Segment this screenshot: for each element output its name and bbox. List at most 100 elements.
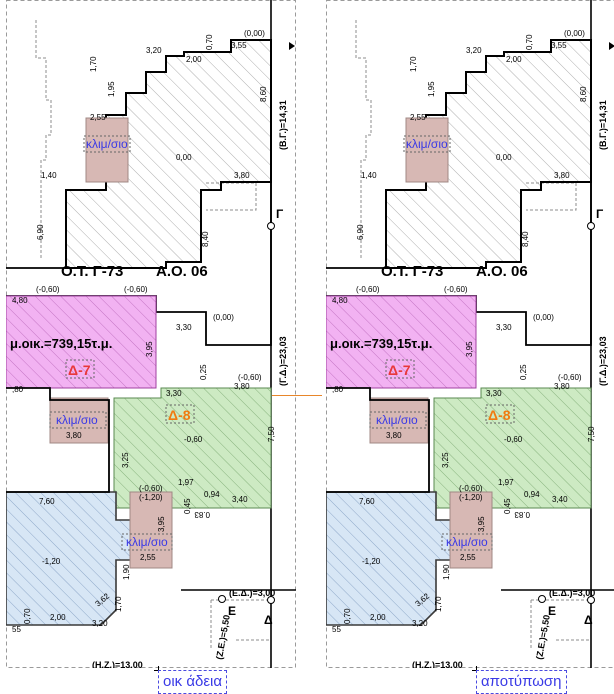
dim-label: 4,80	[332, 296, 348, 305]
dim-label: 0,45	[503, 498, 512, 514]
area-label: μ.οικ.=739,15τ.μ.	[330, 336, 432, 351]
dim-label: 0.83	[514, 510, 530, 519]
ac-unit-bottom	[129, 491, 173, 569]
zone-tag-frame	[65, 359, 95, 379]
ac-label-top: κλιμ/σιο	[86, 137, 128, 151]
dim-label: 2,00	[370, 613, 386, 622]
zone-blue-hatch	[326, 491, 452, 626]
dim-label: 7,50	[587, 426, 596, 442]
dim-label: 6,90	[356, 224, 365, 240]
dim-label: 2,00	[186, 55, 202, 64]
floor-plan-drawing: (0,00) 3,20 0,70 3,55 2,00 1,70 1,95 2,5…	[6, 0, 296, 668]
arrow-marker-icon	[289, 42, 295, 50]
ac-label-frame	[441, 533, 493, 551]
setback-line	[355, 20, 372, 260]
dim-label: 1,40	[361, 171, 377, 180]
dim-label: 3,25	[441, 452, 450, 468]
dim-label: 3,30	[496, 323, 512, 332]
ac-label-frame	[403, 135, 451, 153]
dim-label: (-0,60)	[459, 484, 483, 493]
zone-d8-label: Δ-8	[488, 407, 511, 423]
zone-blue-hatch	[6, 491, 132, 626]
dim-label: 1,90	[122, 564, 131, 580]
area-label: μ.οικ.=739,15τ.μ.	[10, 336, 112, 351]
dim-label: 3,95	[465, 341, 474, 357]
ac-unit-mid	[369, 397, 429, 444]
ac-unit-bottom	[449, 491, 493, 569]
zone-d7-hatch	[6, 295, 157, 389]
dim-label: 1,70	[89, 56, 98, 72]
dim-label: 3,25	[121, 452, 130, 468]
road-label-gd: (Γ.Δ.)=23,03	[598, 336, 608, 386]
link-line	[272, 395, 322, 396]
dim-label: (-0,60)	[139, 484, 163, 493]
ac-unit-top	[405, 117, 449, 183]
corner-marker	[587, 596, 595, 604]
ac-label-bottom: κλιμ/σιο	[126, 535, 168, 549]
dim-label: 3,30	[486, 389, 502, 398]
dim-label: 7,50	[267, 426, 276, 442]
dim-label: 3,95	[145, 341, 154, 357]
ac-label-frame	[83, 135, 131, 153]
dim-label: 0.83	[194, 510, 210, 519]
block-label: Ο.Τ. Γ-73	[381, 263, 443, 280]
upper-level-outline	[326, 181, 592, 346]
corner-e: Ε	[228, 604, 236, 618]
dim-label: 3,80	[386, 431, 402, 440]
dim-label: -0,60	[504, 435, 523, 444]
dim-label: 1,97	[498, 478, 514, 487]
corner-marker	[267, 222, 275, 230]
dim-label: 1,95	[427, 81, 436, 97]
dim-label: (0,00)	[213, 313, 234, 322]
dim-label: 7,60	[39, 497, 55, 506]
block-label: Ο.Τ. Γ-73	[61, 263, 123, 280]
corner-marker	[267, 596, 275, 604]
corner-e: Ε	[548, 604, 556, 618]
dim-label: -1,20	[42, 557, 61, 566]
zone-d7-hatch	[326, 295, 477, 389]
wall-line	[326, 387, 430, 493]
ac-label-frame	[369, 411, 427, 429]
dim-label: ,80	[332, 385, 344, 394]
plot-label: Α.Ο. 06	[156, 263, 208, 280]
dim-label: 8,60	[259, 86, 268, 102]
dim-label: 0,70	[343, 608, 352, 624]
dim-label: (-0,60)	[238, 373, 262, 382]
ac-label-mid: κλιμ/σιο	[376, 413, 418, 427]
road-label-ed: (Ε.Δ.)=3,00	[549, 588, 595, 598]
dim-label: 3,30	[166, 389, 182, 398]
dim-label: 3,20	[146, 46, 162, 55]
dim-label: 0,94	[204, 490, 220, 499]
dim-label: 3,20	[92, 619, 108, 628]
dim-label: 1,40	[41, 171, 57, 180]
dim-label: 0,70	[525, 34, 534, 50]
zone-d7-label: Δ-7	[68, 362, 91, 378]
zone-tag-frame	[485, 404, 515, 424]
dim-label: 0,25	[519, 364, 528, 380]
corner-marker	[218, 595, 226, 603]
dim-label: 3,20	[412, 619, 428, 628]
dim-label: 3,20	[466, 46, 482, 55]
dim-label: (-0,60)	[444, 285, 468, 294]
ac-label-mid: κλιμ/σιο	[56, 413, 98, 427]
corner-marker	[538, 595, 546, 603]
dim-label: 2,55	[140, 553, 156, 562]
road-label-ze: (Ζ.Ε.)=5,50	[214, 614, 232, 660]
dim-label: (0,00)	[244, 29, 265, 38]
zone-tag-frame	[165, 404, 195, 424]
caption-survey: αποτύπωση	[476, 670, 567, 694]
road-label-hz: (Η.Ζ.)=13,00	[92, 660, 143, 668]
panel-permit: (0,00) 3,20 0,70 3,55 2,00 1,70 1,95 2,5…	[6, 0, 296, 668]
road-label-bg: (Β.Γ.)=14,31	[278, 100, 288, 150]
road-label-gd: (Γ.Δ.)=23,03	[278, 336, 288, 386]
dim-label: -0,60	[184, 435, 203, 444]
dim-label: 3,55	[551, 41, 567, 50]
corner-d: Δ	[264, 613, 273, 627]
dim-label: 2,55	[410, 113, 426, 122]
dim-label: 0,70	[23, 608, 32, 624]
dim-label: 4,80	[12, 296, 28, 305]
dim-label: 1,70	[114, 596, 123, 612]
dim-label: 55	[332, 625, 341, 634]
plot-label: Α.Ο. 06	[476, 263, 528, 280]
dim-label: 1,97	[178, 478, 194, 487]
